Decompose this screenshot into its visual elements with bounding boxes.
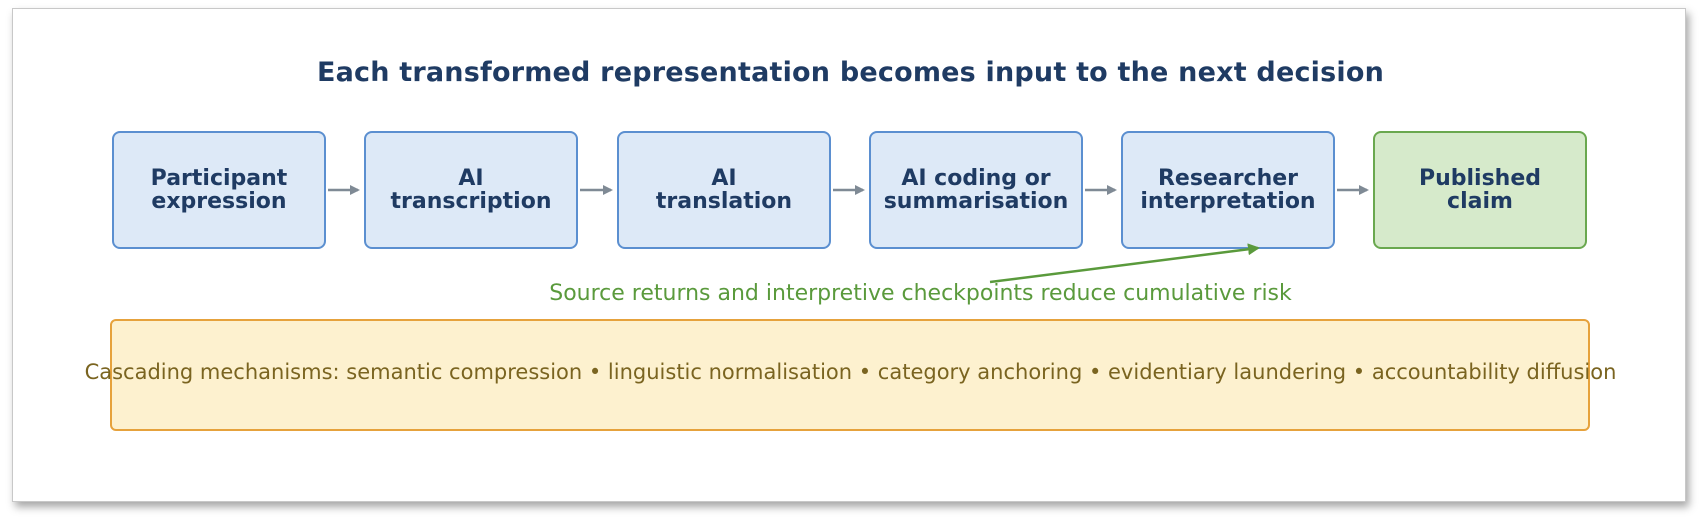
stage-researcher-interpretation: Researcher interpretation <box>1121 131 1335 249</box>
mechanisms-box <box>110 319 1590 431</box>
stage-ai-translation: AI translation <box>617 131 831 249</box>
mechanisms-text: Cascading mechanisms: semantic compressi… <box>84 360 1617 384</box>
diagram-title: Each transformed representation becomes … <box>316 57 1385 88</box>
stage-label: Published claim <box>1418 166 1542 214</box>
checkpoint-note: Source returns and interpretive checkpoi… <box>549 281 1292 306</box>
stage-label: AI translation <box>655 166 793 214</box>
stage-label: Researcher interpretation <box>1140 166 1316 214</box>
stage-label: Participant expression <box>150 166 288 214</box>
stage-label: AI coding or summarisation <box>883 166 1069 214</box>
stage-label: AI transcription <box>390 166 552 214</box>
stage-published-claim: Published claim <box>1373 131 1587 249</box>
stage-participant-expression: Participant expression <box>112 131 326 249</box>
stage-ai-transcription: AI transcription <box>364 131 578 249</box>
stage-ai-coding: AI coding or summarisation <box>869 131 1083 249</box>
